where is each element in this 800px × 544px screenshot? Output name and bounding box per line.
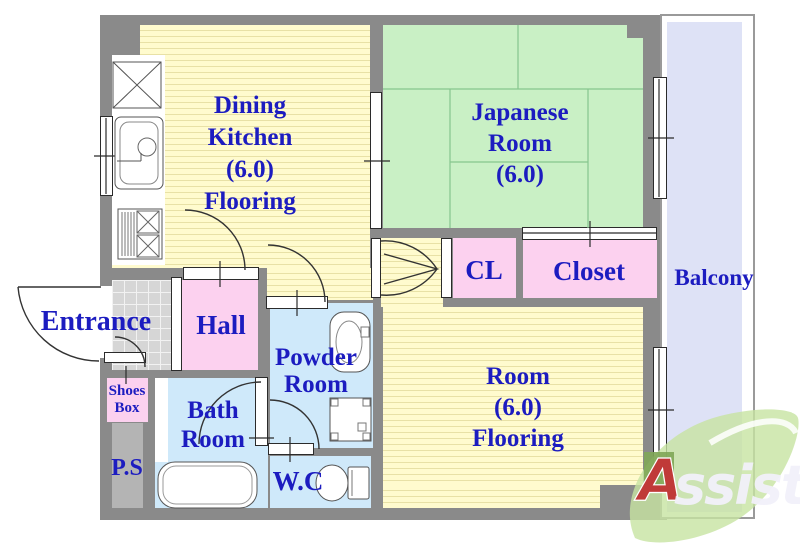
bath-ledge [155,378,168,462]
entrance-door-opening [100,286,112,358]
room-cl [453,238,516,298]
hall-door [183,267,259,280]
powder-door [266,296,328,309]
label-powder-room: Powder Room [275,344,357,398]
room-dining-kitchen-top [140,25,370,55]
folding-door-frame-left [371,238,381,298]
entrance-hall-step [171,277,182,371]
shoes-box [107,378,148,422]
room-hall [182,280,258,370]
room-japanese [383,25,643,228]
label-cl: CL [465,255,503,285]
entrance-threshold [104,352,146,363]
pipe-space [112,423,143,508]
label-ps: P.S [111,455,143,481]
label-bath-room: Bath Room [181,397,245,453]
western-room-window [653,347,667,471]
wall-notch-top-right-step [645,25,657,53]
label-entrance: Entrance [40,306,152,337]
room-entry-neck [381,238,443,307]
room-closet [523,238,657,298]
label-balcony: Balcony [674,265,754,290]
label-wc: W.C [272,466,324,496]
japanese-room-slider [370,92,382,229]
room-western [383,307,643,485]
label-room: Room (6.0) Flooring [472,363,564,452]
label-dining-kitchen: Dining Kitchen (6.0) Flooring [204,92,296,215]
label-hall: Hall [196,310,246,340]
label-shoes-box: Shoes Box [108,383,146,416]
folding-door-frame-right [441,238,452,298]
label-closet: Closet [553,256,625,286]
label-japanese-room: Japanese Room (6.0) [471,99,569,188]
wc-door [268,443,314,455]
kitchen-window [100,116,113,196]
kitchen-counter-strip [112,55,165,265]
closet-slider [522,227,657,240]
room-western-lower [383,485,600,508]
japanese-room-window [653,77,667,199]
